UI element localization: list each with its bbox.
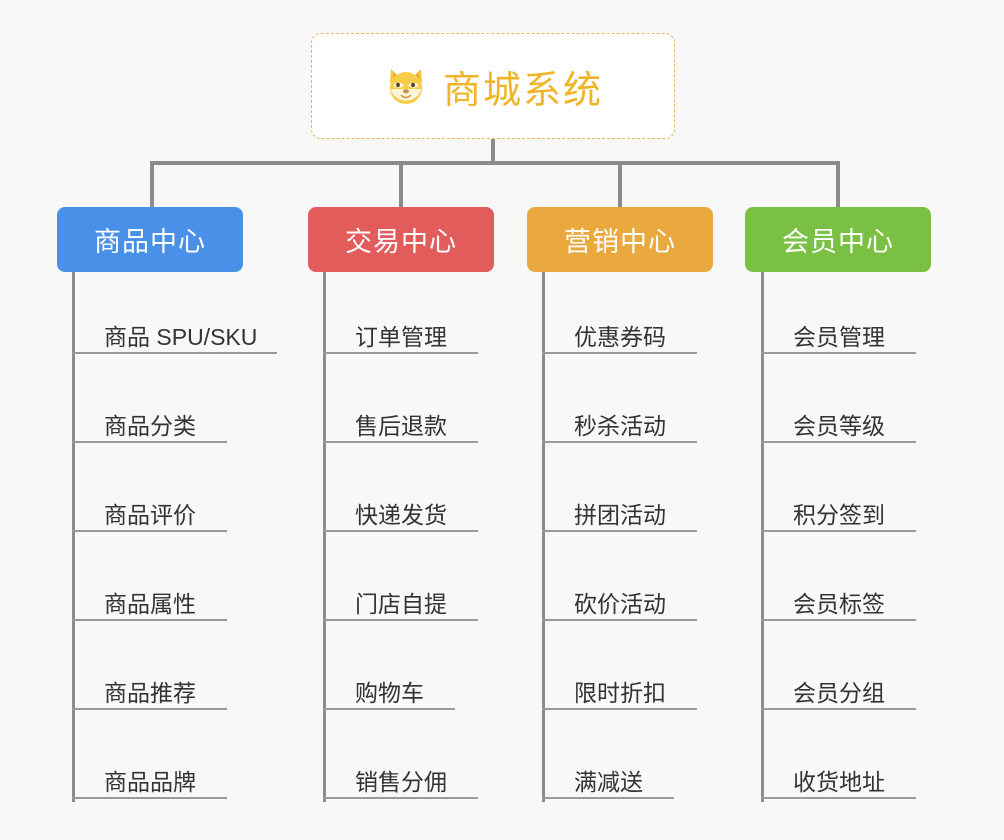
category-label: 交易中心: [345, 227, 457, 257]
leaf-item[interactable]: 门店自提: [323, 565, 478, 621]
leaf-item[interactable]: 商品 SPU/SKU: [72, 298, 277, 354]
leaf-item[interactable]: 商品分类: [72, 387, 227, 443]
leaf-label: 商品 SPU/SKU: [104, 323, 258, 350]
root-node-mall-system[interactable]: 商城系统: [311, 33, 675, 139]
leaf-item[interactable]: 购物车: [323, 654, 455, 710]
connector-horizontal-bar: [150, 161, 838, 165]
leaf-item[interactable]: 满减送: [542, 743, 674, 799]
leaf-item[interactable]: 会员管理: [761, 298, 916, 354]
leaf-item[interactable]: 商品属性: [72, 565, 227, 621]
leaf-label: 商品评价: [104, 501, 196, 528]
leaf-label: 会员分组: [793, 679, 885, 706]
leaf-item[interactable]: 限时折扣: [542, 654, 697, 710]
leaf-label: 满减送: [574, 768, 643, 795]
leaf-label: 拼团活动: [574, 501, 666, 528]
category-header-product-center[interactable]: 商品中心: [57, 207, 243, 272]
leaf-item[interactable]: 收货地址: [761, 743, 916, 799]
category-header-member-center[interactable]: 会员中心: [745, 207, 931, 272]
leaf-item[interactable]: 快递发货: [323, 476, 478, 532]
leaf-label: 限时折扣: [574, 679, 666, 706]
leaf-label: 收货地址: [793, 768, 885, 795]
leaf-label: 售后退款: [355, 412, 447, 439]
leaf-item[interactable]: 订单管理: [323, 298, 478, 354]
shiba-dog-face-icon: [383, 63, 429, 109]
leaf-item[interactable]: 售后退款: [323, 387, 478, 443]
leaf-label: 商品分类: [104, 412, 196, 439]
connector-drop-marketing-center: [618, 161, 622, 207]
category-label: 会员中心: [782, 227, 894, 257]
leaf-label: 订单管理: [355, 323, 447, 350]
connector-drop-product-center: [150, 161, 154, 207]
leaf-item[interactable]: 销售分佣: [323, 743, 478, 799]
leaf-label: 商品属性: [104, 590, 196, 617]
leaf-label: 会员标签: [793, 590, 885, 617]
leaf-label: 积分签到: [793, 501, 885, 528]
connector-drop-member-center: [836, 161, 840, 207]
root-title: 商城系统: [442, 69, 603, 112]
leaf-item[interactable]: 会员分组: [761, 654, 916, 710]
leaf-label: 商品品牌: [104, 768, 196, 795]
leaf-item[interactable]: 优惠券码: [542, 298, 697, 354]
connector-root-stem: [491, 139, 495, 165]
leaf-label: 门店自提: [355, 590, 447, 617]
category-header-trade-center[interactable]: 交易中心: [308, 207, 494, 272]
leaf-item[interactable]: 商品评价: [72, 476, 227, 532]
trunk-product-center: [72, 272, 75, 802]
leaf-item[interactable]: 秒杀活动: [542, 387, 697, 443]
connector-drop-trade-center: [399, 161, 403, 207]
leaf-label: 砍价活动: [574, 590, 666, 617]
leaf-item[interactable]: 积分签到: [761, 476, 916, 532]
leaf-item[interactable]: 会员等级: [761, 387, 916, 443]
leaf-item[interactable]: 商品品牌: [72, 743, 227, 799]
trunk-marketing-center: [542, 272, 545, 802]
category-label: 商品中心: [94, 227, 206, 257]
leaf-label: 购物车: [355, 679, 424, 706]
leaf-item[interactable]: 商品推荐: [72, 654, 227, 710]
leaf-label: 商品推荐: [104, 679, 196, 706]
leaf-label: 秒杀活动: [574, 412, 666, 439]
trunk-trade-center: [323, 272, 326, 802]
leaf-item[interactable]: 砍价活动: [542, 565, 697, 621]
leaf-label: 优惠券码: [574, 323, 666, 350]
trunk-member-center: [761, 272, 764, 802]
leaf-label: 销售分佣: [355, 768, 447, 795]
leaf-item[interactable]: 拼团活动: [542, 476, 697, 532]
leaf-label: 快递发货: [355, 501, 447, 528]
category-header-marketing-center[interactable]: 营销中心: [527, 207, 713, 272]
category-label: 营销中心: [564, 227, 676, 257]
leaf-label: 会员等级: [793, 412, 885, 439]
leaf-label: 会员管理: [793, 323, 885, 350]
leaf-item[interactable]: 会员标签: [761, 565, 916, 621]
